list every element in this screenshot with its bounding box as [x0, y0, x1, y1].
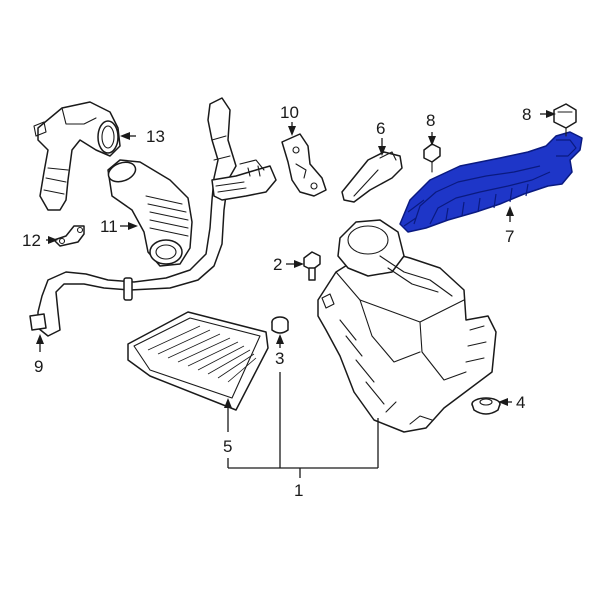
callout-10: 10: [280, 103, 299, 122]
callout-2: 2: [273, 255, 282, 274]
part-11-bellows-hose[interactable]: [106, 159, 193, 267]
part-7-intake-duct-highlighted[interactable]: [399, 131, 583, 233]
callout-13: 13: [146, 127, 165, 146]
part-2-bolt[interactable]: [303, 251, 321, 281]
callout-5: 5: [223, 437, 232, 456]
callout-11: 11: [100, 217, 118, 236]
part-8-bolt-upper[interactable]: [553, 103, 577, 137]
part-4-mount[interactable]: [471, 397, 501, 415]
callout-8-left: 8: [426, 111, 435, 130]
part-6-maf-sensor[interactable]: [341, 151, 403, 203]
part-9-breather-hose[interactable]: [29, 97, 237, 337]
part-5-air-filter[interactable]: [127, 311, 269, 411]
callout-3: 3: [275, 349, 284, 368]
callout-6: 6: [376, 119, 385, 138]
part-8-bolt[interactable]: [423, 143, 441, 173]
part-1-air-cleaner-housing[interactable]: [317, 219, 497, 433]
leader-lines: [36, 110, 556, 478]
part-9-resonator: [211, 159, 277, 201]
part-3-grommet[interactable]: [271, 316, 289, 334]
callout-4: 4: [516, 393, 525, 412]
callout-8-right: 8: [522, 105, 531, 124]
callout-9: 9: [34, 357, 43, 376]
callout-12: 12: [22, 231, 41, 250]
callout-1: 1: [294, 481, 303, 500]
callout-labels: 1 2 3 4 5 6 7 8 8 9 10 11 12 13: [22, 103, 531, 500]
part-10-sensor[interactable]: [281, 133, 327, 197]
part-12-bracket[interactable]: [53, 225, 85, 247]
part-13-intake-tube[interactable]: [33, 101, 121, 211]
callout-7: 7: [505, 227, 514, 246]
